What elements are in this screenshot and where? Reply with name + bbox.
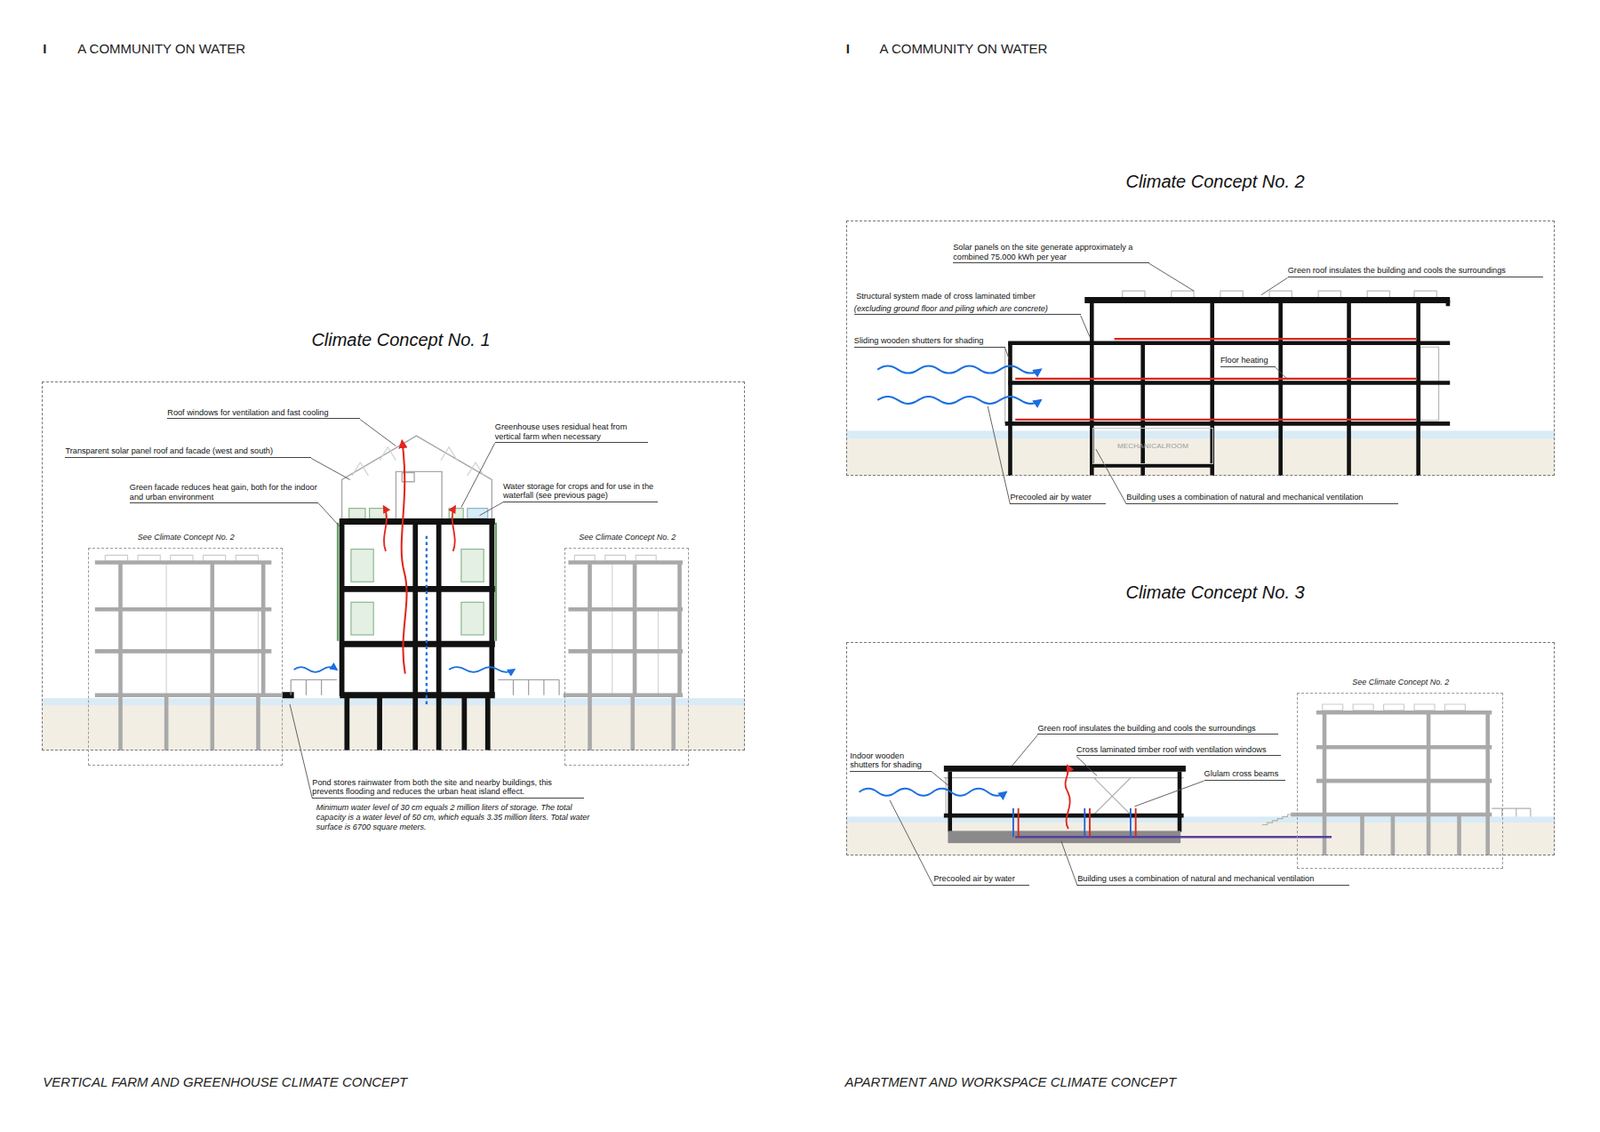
callout: Green facade reduces heat gain, both for…: [129, 482, 319, 504]
roof-slab: [1084, 296, 1450, 304]
caption: VERTICAL FARM AND GREENHOUSE CLIMATE CON…: [42, 1073, 408, 1089]
planter: [461, 601, 484, 635]
warm-air-arrow: [384, 505, 387, 552]
cool-air-arrow: [859, 788, 1007, 796]
planter: [448, 508, 464, 519]
callout: (excluding ground floor and piling which…: [854, 304, 1081, 316]
callout: Sliding wooden shutters for shading: [854, 336, 1006, 348]
ground: [41, 704, 745, 751]
callout: Precooled air by water: [933, 873, 1030, 886]
ground: [846, 822, 1556, 856]
callout: Green roof insulates the building and co…: [1288, 265, 1544, 278]
water: [846, 430, 1556, 439]
floor-heating: [1015, 338, 1416, 420]
reference-box: See Climate Concept No. 2: [1296, 692, 1504, 868]
callout: Green roof insulates the building and co…: [1037, 723, 1279, 736]
pipe: [1013, 808, 1131, 837]
solar-panels: [1122, 290, 1438, 298]
roof-slab: [944, 765, 1186, 772]
callout: Floor heating: [1220, 355, 1276, 368]
warm-air-arrow: [1064, 765, 1070, 829]
roof-windows: [352, 447, 484, 476]
neighbour-building: [1290, 712, 1492, 856]
planter: [369, 508, 386, 519]
callout: Greenhouse uses residual heat from verti…: [495, 422, 648, 443]
page-mark: I: [846, 40, 850, 56]
pipe: [1018, 808, 1136, 837]
callout: Indoor wooden shutters for shading: [849, 751, 932, 772]
solar-panels: [1322, 704, 1466, 711]
waterfall: [425, 536, 428, 704]
warm-air-arrow: [401, 440, 408, 674]
cool-air-arrow: [294, 666, 337, 672]
ground: [846, 439, 1556, 476]
cool-air-arrow: [877, 396, 1041, 404]
reference-box: See Climate Concept No. 2: [88, 547, 283, 766]
warm-air-arrow: [452, 505, 456, 552]
callout: Cross laminated timber roof with ventila…: [1076, 744, 1281, 757]
floor-slabs: [1005, 343, 1450, 424]
piles: [346, 695, 488, 751]
planter: [351, 601, 374, 635]
reference-note: See Climate Concept No. 2: [1298, 677, 1504, 687]
callout: Glulam cross beams: [1204, 768, 1287, 781]
neighbour-building: [95, 561, 283, 750]
callout: Water storage for crops and for use in t…: [503, 481, 658, 503]
concept-frame: Climate Concept No. 1See Climate Concept…: [41, 381, 745, 750]
planter: [461, 549, 484, 583]
reference-note: See Climate Concept No. 2: [525, 532, 730, 542]
page-header: A COMMUNITY ON WATER: [880, 40, 1048, 56]
callout: Precooled air by water: [1009, 492, 1106, 504]
window-lines: [166, 561, 658, 695]
callout: Roof windows for ventilation and fast co…: [167, 408, 360, 420]
callout: Solar panels on the site generate approx…: [952, 242, 1149, 264]
pipe: [1015, 835, 1332, 838]
walls: [342, 518, 493, 751]
shutters: [1005, 346, 1440, 424]
concept-title: Climate Concept No. 1: [145, 329, 656, 351]
greenhouse-outline: [342, 435, 493, 523]
timber-frame: [1009, 299, 1448, 475]
glulam-beams: [944, 777, 1531, 825]
page-mark: I: [42, 40, 47, 56]
leader-line: [289, 263, 1288, 886]
planter: [349, 508, 366, 519]
callout: Pond stores rainwater from both the site…: [312, 777, 584, 799]
mechanical-room: MECHANICALROOM: [1092, 427, 1213, 464]
cool-air-arrow: [877, 366, 1041, 374]
callout: Building uses a combination of natural a…: [1126, 492, 1398, 504]
caption: APARTMENT AND WORKSPACE CLIMATE CONCEPT: [845, 1073, 1177, 1089]
concept-title: Climate Concept No. 3: [960, 582, 1471, 603]
callout: Transparent solar panel roof and facade …: [64, 446, 312, 458]
planter: [351, 549, 374, 583]
water-tank: [467, 508, 488, 519]
note: Minimum water level of 30 cm equals 2 mi…: [316, 802, 591, 832]
room-label: MECHANICALROOM: [1117, 441, 1189, 450]
callout: Structural system made of cross laminate…: [856, 291, 1036, 302]
neighbour-building: [563, 561, 683, 750]
cool-air-arrow: [448, 666, 514, 672]
callout: Building uses a combination of natural a…: [1077, 873, 1349, 886]
reference-note: See Climate Concept No. 2: [83, 532, 288, 542]
page-header: A COMMUNITY ON WATER: [77, 40, 246, 56]
railing: [290, 679, 560, 695]
reference-box: See Climate Concept No. 2: [564, 547, 689, 766]
concept-title: Climate Concept No. 2: [960, 171, 1471, 192]
pond-water: [41, 697, 745, 705]
